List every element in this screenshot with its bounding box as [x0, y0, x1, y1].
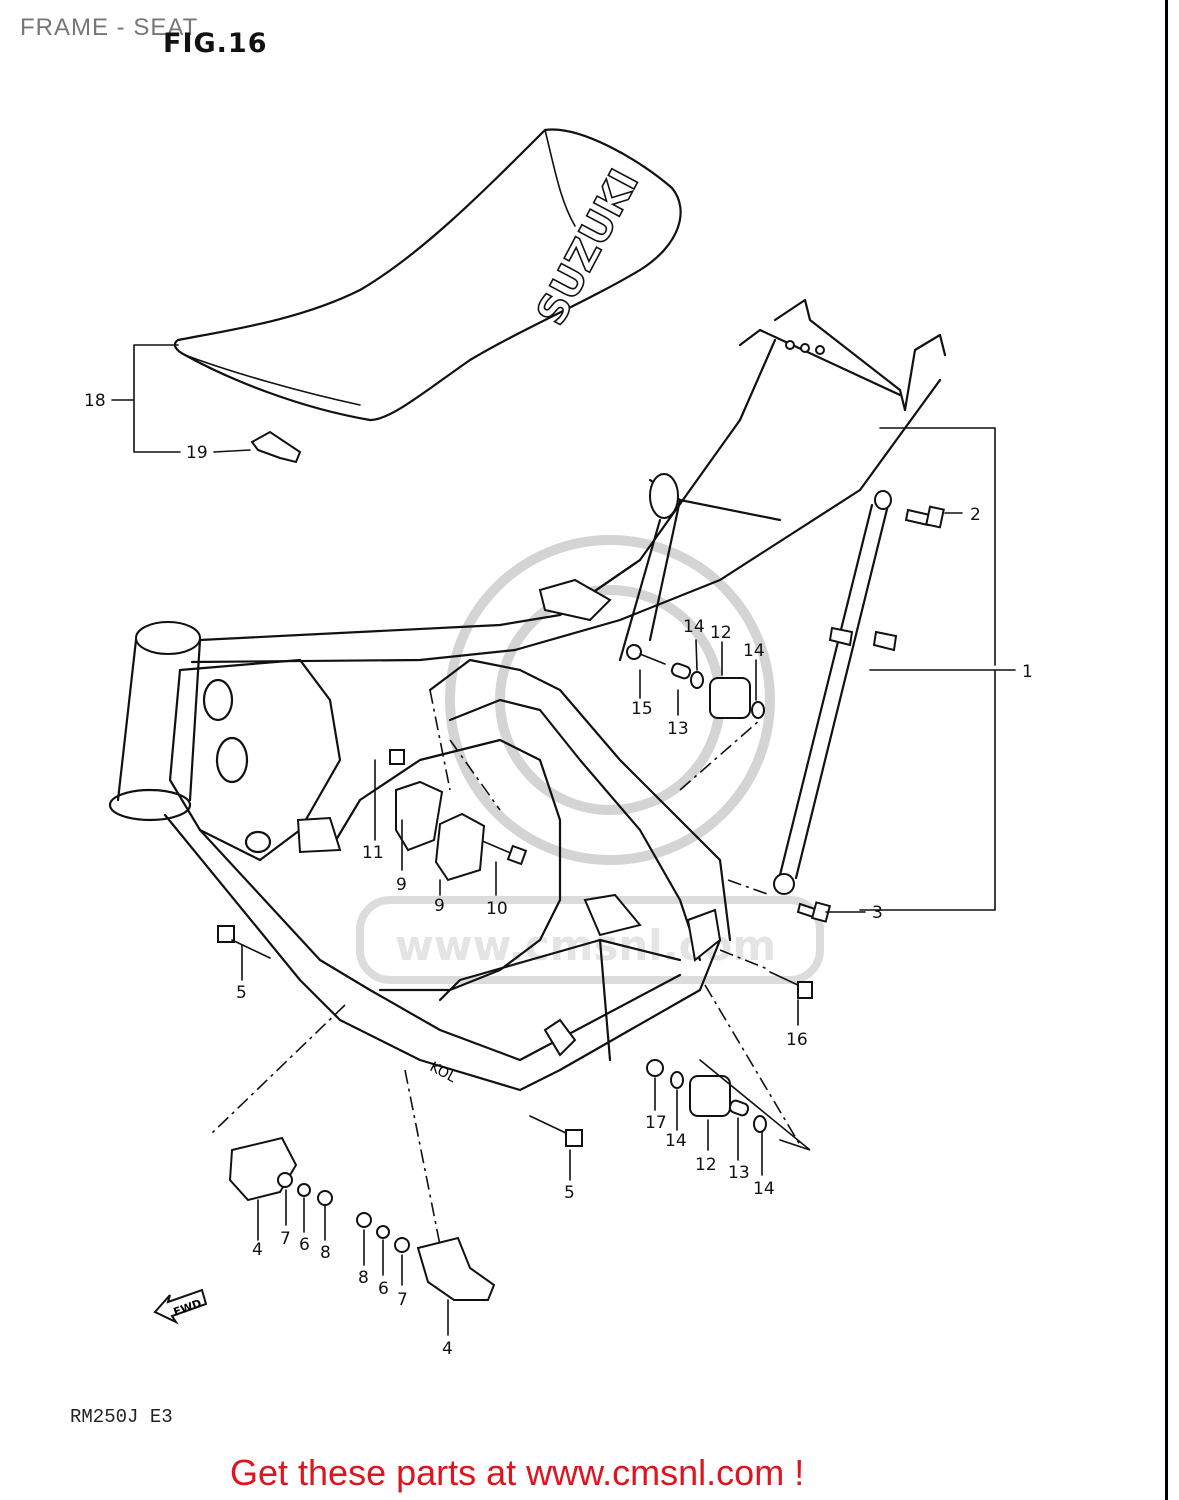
- hardware: FWD: [153, 505, 945, 1325]
- callout-7b: 7: [397, 1290, 408, 1310]
- callout-18: 18: [84, 391, 106, 411]
- callout-5b: 5: [564, 1183, 575, 1203]
- leader-lines: [209, 689, 811, 1246]
- callout-2: 2: [970, 505, 981, 525]
- callout-14a: 14: [683, 617, 705, 637]
- callout-4b: 4: [442, 1339, 453, 1359]
- callout-15: 15: [631, 699, 653, 719]
- callout-9a: 9: [396, 875, 407, 895]
- model-code: RM250J E3: [70, 1406, 173, 1428]
- page-border: [1165, 0, 1168, 1500]
- callout-3: 3: [872, 903, 883, 923]
- callout-19: 19: [186, 443, 208, 463]
- callout-14c: 14: [665, 1131, 687, 1151]
- callout-10: 10: [486, 899, 508, 919]
- callout-5a: 5: [236, 983, 247, 1003]
- callout-6a: 6: [299, 1235, 310, 1255]
- seat-brand-text: SUZUKI: [528, 162, 648, 333]
- frame-stay: [773, 490, 898, 895]
- callout-8b: 8: [358, 1268, 369, 1288]
- callout-17: 17: [645, 1113, 667, 1133]
- callout-13b: 13: [728, 1163, 750, 1183]
- cta-link[interactable]: Get these parts at www.cmsnl.com !: [230, 1452, 805, 1493]
- seat: SUZUKI: [173, 128, 682, 422]
- callout-lines: [111, 344, 1016, 1336]
- callout-7a: 7: [280, 1229, 291, 1249]
- callout-6b: 6: [378, 1279, 389, 1299]
- callout-13a: 13: [667, 719, 689, 739]
- callout-14b: 14: [743, 641, 765, 661]
- page-title: FRAME - SEAT: [20, 14, 199, 41]
- callout-1: 1: [1022, 662, 1033, 682]
- callout-8a: 8: [320, 1243, 331, 1263]
- callout-12a: 12: [710, 623, 732, 643]
- seat-clip: [250, 430, 302, 464]
- callout-12b: 12: [695, 1155, 717, 1175]
- callout-9b: 9: [434, 896, 445, 916]
- figure-number: FIG.16: [163, 28, 268, 59]
- frame: KOL: [108, 298, 947, 1092]
- part-callouts: 1 2 3 4 4 5 5 6 6 7 7 8 8 9 9 10 11 12 1…: [84, 391, 1033, 1359]
- frame-stamp: KOL: [427, 1059, 459, 1086]
- callout-11: 11: [362, 843, 384, 863]
- callout-4a: 4: [252, 1240, 263, 1260]
- callout-14d: 14: [753, 1179, 775, 1199]
- callout-16: 16: [786, 1030, 808, 1050]
